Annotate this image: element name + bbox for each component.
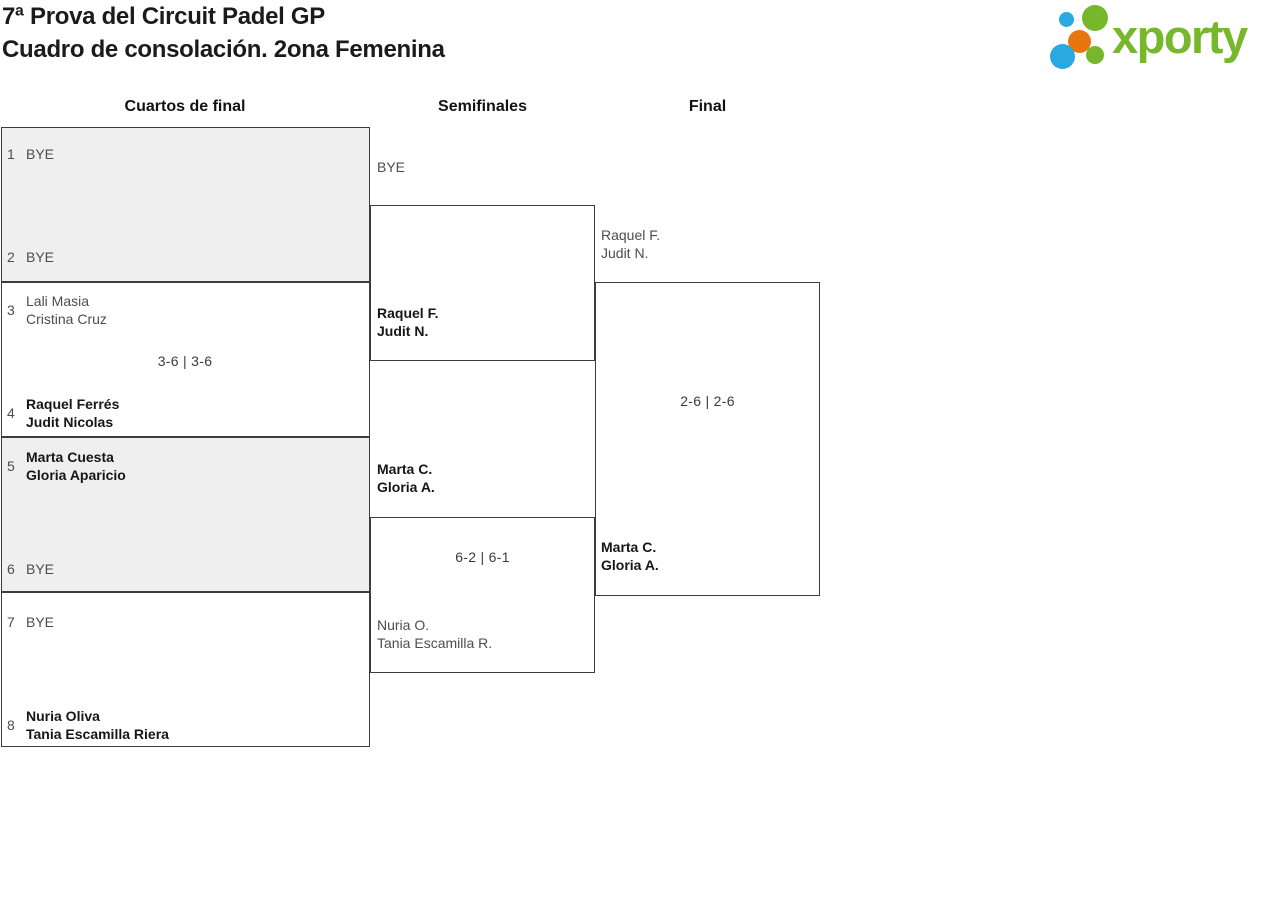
qf-match-3-box[interactable] bbox=[1, 437, 370, 592]
sf-match-1-box[interactable] bbox=[370, 205, 595, 361]
page-subtitle: Cuadro de consolación. 2ona Femenina bbox=[2, 36, 445, 63]
xporty-logo[interactable]: xporty bbox=[1045, 0, 1280, 80]
final-match-box[interactable] bbox=[595, 282, 820, 596]
team-name: Judit Nicolas bbox=[26, 414, 114, 430]
logo-dot-green-large-icon bbox=[1082, 5, 1108, 31]
qf2-score: 3-6 | 3-6 bbox=[157, 353, 213, 369]
team-name: BYE bbox=[26, 146, 55, 162]
team-name: Tania Escamilla Riera bbox=[26, 726, 169, 742]
seed-number: 7 bbox=[7, 614, 15, 630]
final-score: 2-6 | 2-6 bbox=[680, 393, 735, 409]
team-name: BYE bbox=[377, 159, 406, 175]
logo-dot-orange-icon bbox=[1068, 30, 1091, 53]
team-name: Marta Cuesta bbox=[26, 449, 114, 465]
qf1-top-entry: 1 BYE bbox=[7, 145, 54, 163]
round-header-semifinales: Semifinales bbox=[438, 98, 527, 115]
qf-match-4-box[interactable] bbox=[1, 592, 370, 747]
logo-dot-blue-large-icon bbox=[1050, 44, 1075, 69]
seed-number: 1 bbox=[7, 146, 15, 162]
team-name: Judit N. bbox=[377, 323, 429, 339]
team-name: Gloria A. bbox=[601, 557, 659, 573]
qf-match-2-box[interactable] bbox=[1, 282, 370, 437]
final-top-entry: Raquel F. Judit N. bbox=[601, 226, 660, 262]
team-name: Raquel F. bbox=[601, 227, 661, 243]
sf2-bottom-entry: Nuria O. Tania Escamilla R. bbox=[377, 616, 492, 652]
qf3-bottom-entry: 6 BYE bbox=[7, 560, 54, 578]
team-name: BYE bbox=[26, 249, 55, 265]
final-bottom-entry: Marta C. Gloria A. bbox=[601, 538, 659, 574]
sf1-top-entry: BYE bbox=[377, 158, 405, 176]
round-header-cuartos: Cuartos de final bbox=[124, 98, 246, 115]
qf4-top-entry: 7 BYE bbox=[7, 613, 54, 631]
seed-number: 3 bbox=[7, 302, 15, 318]
qf-match-1-box[interactable] bbox=[1, 127, 370, 282]
team-name: Nuria Oliva bbox=[26, 708, 100, 724]
seed-number: 8 bbox=[7, 717, 15, 733]
sf-match-2-box[interactable] bbox=[370, 517, 595, 673]
page-title: 7ª Prova del Circuit Padel GP bbox=[2, 3, 325, 30]
team-name: Cristina Cruz bbox=[26, 311, 107, 327]
logo-dot-blue-small-icon bbox=[1059, 12, 1074, 27]
team-name: Lali Masia bbox=[26, 293, 90, 309]
team-name: Marta C. bbox=[601, 539, 657, 555]
sf1-bottom-entry: Raquel F. Judit N. bbox=[377, 304, 438, 340]
team-name: Judit N. bbox=[601, 245, 649, 261]
team-name: Gloria Aparicio bbox=[26, 467, 126, 483]
sf2-top-entry: Marta C. Gloria A. bbox=[377, 460, 435, 496]
team-name: Raquel F. bbox=[377, 305, 439, 321]
team-name: Nuria O. bbox=[377, 617, 430, 633]
team-name: BYE bbox=[26, 614, 55, 630]
seed-number: 4 bbox=[7, 405, 15, 421]
team-name: BYE bbox=[26, 561, 55, 577]
logo-dot-green-small-icon bbox=[1086, 46, 1104, 64]
qf1-bottom-entry: 2 BYE bbox=[7, 248, 54, 266]
sf2-score: 6-2 | 6-1 bbox=[455, 549, 510, 565]
logo-wordmark: xporty bbox=[1112, 10, 1248, 63]
seed-number: 2 bbox=[7, 249, 15, 265]
seed-number: 6 bbox=[7, 561, 15, 577]
seed-number: 5 bbox=[7, 458, 15, 474]
round-header-final: Final bbox=[688, 98, 727, 115]
team-name: Gloria A. bbox=[377, 479, 435, 495]
team-name: Tania Escamilla R. bbox=[377, 635, 493, 651]
team-name: Raquel Ferrés bbox=[26, 396, 120, 412]
team-name: Marta C. bbox=[377, 461, 433, 477]
